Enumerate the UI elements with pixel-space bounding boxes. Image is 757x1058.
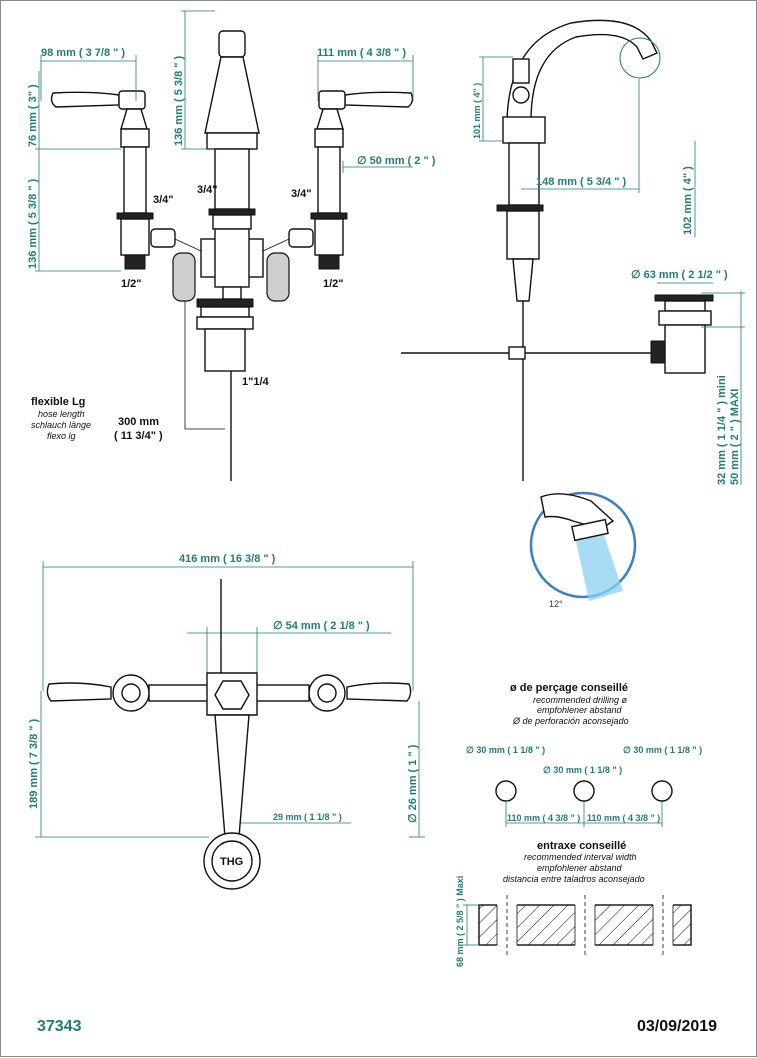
dim-handle-height: 76 mm ( 3" ) xyxy=(27,84,39,147)
left-lever-handle xyxy=(50,90,154,270)
dim-right-width: 111 mm ( 4 3/8 " ) xyxy=(317,47,406,59)
hose-length-in: ( 11 3/4" ) xyxy=(114,430,163,442)
drilling-sub-3: Ø de perforación aconsejado xyxy=(512,716,629,726)
hole-right-label: ∅ 30 mm ( 1 1/8 " ) xyxy=(623,745,702,755)
dim-clearance: 102 mm ( 4" ) xyxy=(682,166,694,235)
spray-angle: 12° xyxy=(549,599,563,609)
drilling-section: ø de perçage conseillé recommended drill… xyxy=(466,682,702,827)
spacing-right-label: 110 mm ( 4 3/8 " ) xyxy=(587,813,660,823)
hose-length-mm: 300 mm xyxy=(118,416,159,428)
thread-right-label: 3/4" xyxy=(291,188,312,200)
dim-total-width: 416 mm ( 16 3/8 " ) xyxy=(179,553,276,565)
top-view: THG 416 mm ( 16 3/8 " ) ∅ 54 mm ( 2 1/8 … xyxy=(28,553,425,890)
interval-sub-1: recommended interval width xyxy=(524,852,637,862)
hole-center-label: ∅ 30 mm ( 1 1/8 " ) xyxy=(543,765,622,775)
drilling-sub-1: recommended drilling ø xyxy=(533,695,628,705)
dim-waste-diameter: ∅ 63 mm ( 2 1/2 " ) xyxy=(631,269,728,281)
dim-spout-height: 136 mm ( 5 3/8 " ) xyxy=(173,55,185,146)
central-spout xyxy=(204,30,260,230)
dim-top-depth: 189 mm ( 7 3/8 " ) xyxy=(28,718,40,809)
dim-knob: 29 mm ( 1 1/8 " ) xyxy=(273,812,342,822)
right-lever-handle xyxy=(310,90,414,270)
drilling-title: ø de perçage conseillé xyxy=(510,682,628,694)
dim-body-height: 136 mm ( 5 3/8 " ) xyxy=(27,178,39,269)
dim-left-width: 98 mm ( 3 7/8 " ) xyxy=(41,47,125,59)
dim-side-spout-height: 101 mm ( 4" ) xyxy=(472,83,482,139)
flexible-sub-2: schlauch länge xyxy=(31,420,91,430)
spacing-left-label: 110 mm ( 4 3/8 " ) xyxy=(507,813,580,823)
interval-title: entraxe conseillé xyxy=(537,840,626,852)
popup-waste xyxy=(196,298,254,481)
dim-deck-interval: 68 mm ( 2 5/8 " ) Maxi xyxy=(455,876,465,967)
mixing-block xyxy=(150,228,314,300)
thread-left-label: 3/4" xyxy=(153,194,174,206)
drawing-date: 03/09/2019 xyxy=(637,1018,717,1035)
hole-left-label: ∅ 30 mm ( 1 1/8 " ) xyxy=(466,745,545,755)
flexible-hoses xyxy=(172,252,290,302)
dim-top-diameter: ∅ 54 mm ( 2 1/8 " ) xyxy=(273,620,370,632)
flexible-sub-3: flexo lg xyxy=(47,431,76,441)
dim-top-waste: ∅ 26 mm ( 1 " ) xyxy=(407,744,419,823)
outlet-left-label: 1/2" xyxy=(121,278,142,290)
interval-sub-3: distancia entre taladros aconsejado xyxy=(503,874,645,884)
interval-sub-2: empfohlener abstand xyxy=(537,863,623,873)
outlet-right-label: 1/2" xyxy=(323,278,344,290)
drilling-sub-2: empfohlener abstand xyxy=(537,705,623,715)
side-dimension-lines xyxy=(479,56,745,485)
front-view: 98 mm ( 3 7/8 " ) 111 mm ( 4 3/8 " ) 136… xyxy=(27,10,436,481)
reference-number: 37343 xyxy=(37,1018,82,1035)
aerator-detail: 12° xyxy=(529,491,637,609)
waste-thread-label: 1"1/4 xyxy=(242,376,270,388)
dim-reach: 148 mm ( 5 3/4 " ) xyxy=(536,176,627,188)
dim-deck-max: 50 mm ( 2 " ) MAXI xyxy=(729,389,741,485)
interval-section: entraxe conseillé recommended interval w… xyxy=(455,840,692,967)
dim-front-diameter: ∅ 50 mm ( 2 " ) xyxy=(357,155,436,167)
front-dimension-lines xyxy=(35,10,414,272)
flexible-title: flexible Lg xyxy=(31,396,85,408)
top-view-logo: THG xyxy=(220,856,243,868)
flexible-sub-1: hose length xyxy=(38,409,85,419)
side-view: 101 mm ( 4" ) 148 mm ( 5 3/4 " ) 102 mm … xyxy=(401,19,745,609)
thread-center-label: 3/4" xyxy=(197,184,218,196)
dim-deck-min: 32 mm ( 1 1/4 " ) mini xyxy=(716,375,728,485)
